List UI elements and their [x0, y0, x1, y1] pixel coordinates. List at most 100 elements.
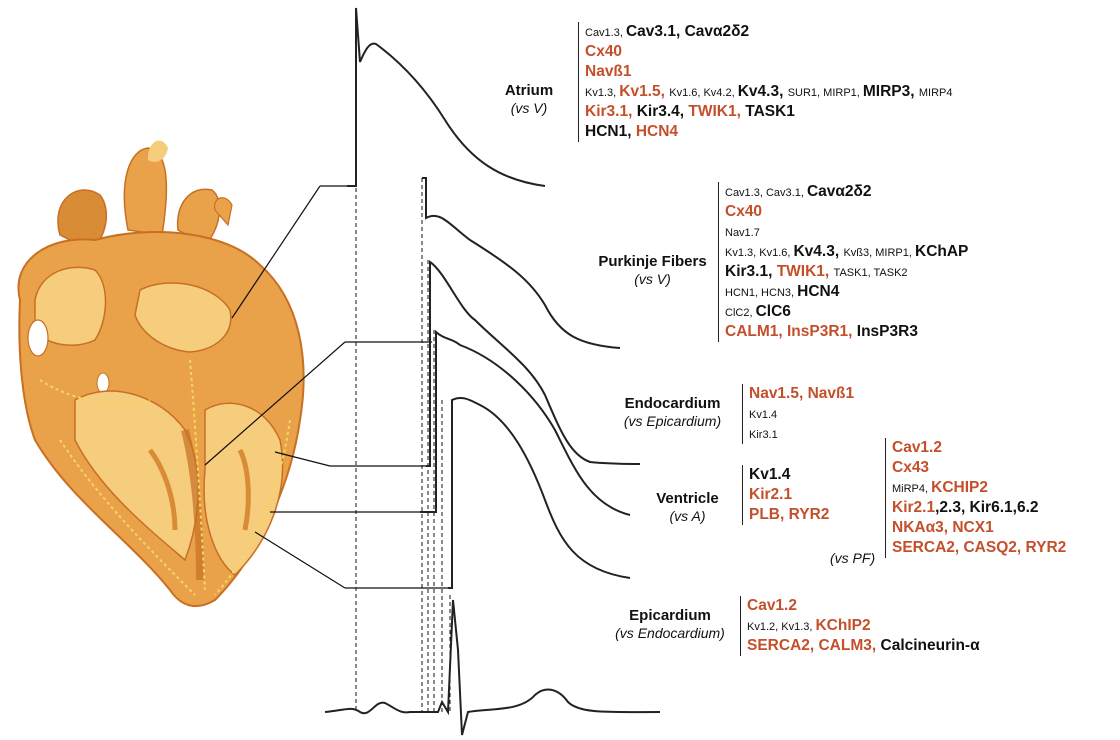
- gene-token: Nav1.7: [725, 227, 760, 239]
- gene-line: Kir2.1,2.3, Kir6.1,6.2: [892, 498, 1066, 518]
- gene-token: ClC6: [756, 303, 791, 320]
- gene-token: SERCA2, CASQ2, RYR2: [892, 539, 1066, 556]
- gene-token: ,2.3, Kir6.1,6.2: [935, 499, 1038, 516]
- gene-token: TWIK1,: [688, 103, 745, 120]
- region-label-vs-pf: (vs PF): [830, 550, 875, 566]
- gene-token: HCN1,: [585, 123, 636, 140]
- gene-line: Kv1.3, Kv1.5, Kv1.6, Kv4.2, Kv4.3, SUR1,…: [585, 82, 953, 102]
- region-subtitle: (vs V): [495, 100, 563, 116]
- gene-token: Kv1.3, Kv1.6,: [725, 247, 793, 259]
- gene-token: Kir3.1: [749, 429, 778, 441]
- region-subtitle: (vs V): [590, 271, 715, 287]
- gene-line: Kv1.4: [749, 465, 829, 485]
- region-label-endocardium: Endocardium (vs Epicardium): [610, 395, 735, 429]
- gene-line: ClC2, ClC6: [725, 302, 968, 322]
- gene-token: Cavα2δ2: [807, 183, 872, 200]
- gene-line: Kv1.2, Kv1.3, KChIP2: [747, 616, 980, 636]
- gene-token: Calcineurin-α: [881, 637, 980, 654]
- gene-token: Kv1.4: [749, 409, 777, 421]
- gene-line: Kv1.3, Kv1.6, Kv4.3, Kvß3, MIRP1, KChAP: [725, 242, 968, 262]
- gene-token: Kir2.1: [892, 499, 935, 516]
- gene-token: Kv4.3,: [738, 83, 788, 100]
- gene-token: Cav1.2: [747, 597, 797, 614]
- gene-token: Cx40: [725, 203, 762, 220]
- gene-token: InsP3R3: [857, 323, 918, 340]
- region-subtitle: (vs Endocardium): [605, 625, 735, 641]
- gene-line: CALM1, InsP3R1, InsP3R3: [725, 322, 968, 342]
- gene-line: Cav1.2: [892, 438, 1066, 458]
- gene-line: SERCA2, CASQ2, RYR2: [892, 538, 1066, 558]
- gene-line: Navß1: [585, 62, 953, 82]
- gene-line: Cav1.2: [747, 596, 980, 616]
- gene-line: HCN1, HCN3, HCN4: [725, 282, 968, 302]
- gene-token: Cav1.2: [892, 439, 942, 456]
- gene-line: Cx43: [892, 458, 1066, 478]
- gene-token: Kv1.5,: [619, 83, 669, 100]
- region-title: Ventricle: [640, 490, 735, 507]
- region-title: Endocardium: [610, 395, 735, 412]
- gene-line: HCN1, HCN4: [585, 122, 953, 142]
- gene-line: Kir3.1: [749, 424, 854, 444]
- gene-token: Cav1.3, Cav3.1,: [725, 187, 807, 199]
- gene-token: KChIP2: [815, 617, 870, 634]
- region-title: Epicardium: [605, 607, 735, 624]
- region-label-ventricle: Ventricle (vs A): [640, 490, 735, 524]
- gene-token: HCN4: [797, 283, 839, 300]
- gene-token: KChAP: [915, 243, 968, 260]
- gene-token: SERCA2, CALM3,: [747, 637, 881, 654]
- gene-line: Cx40: [585, 42, 953, 62]
- gene-token: PLB, RYR2: [749, 506, 829, 523]
- region-label-epicardium: Epicardium (vs Endocardium): [605, 607, 735, 641]
- gene-token: TWIK1,: [777, 263, 834, 280]
- gene-token: MiRP4,: [892, 483, 931, 495]
- gene-token: TASK1: [745, 103, 795, 120]
- gene-token: SUR1, MIRP1,: [788, 87, 863, 99]
- gene-line: Cav1.3, Cav3.1, Cavα2δ2: [585, 22, 953, 42]
- gene-line: Nav1.5, Navß1: [749, 384, 854, 404]
- gene-token: Cx40: [585, 43, 622, 60]
- gene-line: Kir2.1: [749, 485, 829, 505]
- gene-token: Kv1.6, Kv4.2,: [669, 87, 737, 99]
- gene-token: HCN1, HCN3,: [725, 287, 797, 299]
- gene-token: NKAα3, NCX1: [892, 519, 994, 536]
- gene-token: Kir3.4,: [637, 103, 689, 120]
- region-title: Purkinje Fibers: [590, 253, 715, 270]
- region-subtitle: (vs Epicardium): [610, 413, 735, 429]
- gene-token: Kv4.3,: [793, 243, 843, 260]
- gene-token: HCN4: [636, 123, 678, 140]
- gene-token: Cav1.3,: [585, 27, 626, 39]
- gene-token: CALM1, InsP3R1,: [725, 323, 857, 340]
- gene-token: Kvß3, MIRP1,: [843, 247, 915, 259]
- gene-token: Kv1.4: [749, 466, 790, 483]
- gene-line: Cx40: [725, 202, 968, 222]
- gene-line: Kir3.1, Kir3.4, TWIK1, TASK1: [585, 102, 953, 122]
- gene-token: Cav3.1, Cavα2δ2: [626, 23, 749, 40]
- region-title: Atrium: [495, 82, 563, 99]
- gene-line: MiRP4, KCHIP2: [892, 478, 1066, 498]
- region-subtitle: (vs PF): [830, 550, 875, 566]
- gene-line: SERCA2, CALM3, Calcineurin-α: [747, 636, 980, 656]
- region-label-purkinje: Purkinje Fibers (vs V): [590, 253, 715, 287]
- gene-token: Kir3.1,: [725, 263, 777, 280]
- gene-token: MIRP3,: [863, 83, 919, 100]
- gene-token: Kv1.3,: [585, 87, 619, 99]
- gene-line: NKAα3, NCX1: [892, 518, 1066, 538]
- gene-token: Navß1: [585, 63, 632, 80]
- gene-token: Cx43: [892, 459, 929, 476]
- gene-token: KCHIP2: [931, 479, 988, 496]
- gene-token: MIRP4: [919, 87, 953, 99]
- gene-line: Cav1.3, Cav3.1, Cavα2δ2: [725, 182, 968, 202]
- region-subtitle: (vs A): [640, 508, 735, 524]
- gene-token: Nav1.5, Navß1: [749, 385, 854, 402]
- gene-line: Kir3.1, TWIK1, TASK1, TASK2: [725, 262, 968, 282]
- region-label-atrium: Atrium (vs V): [495, 82, 563, 116]
- gene-token: Kir2.1: [749, 486, 792, 503]
- gene-line: Nav1.7: [725, 222, 968, 242]
